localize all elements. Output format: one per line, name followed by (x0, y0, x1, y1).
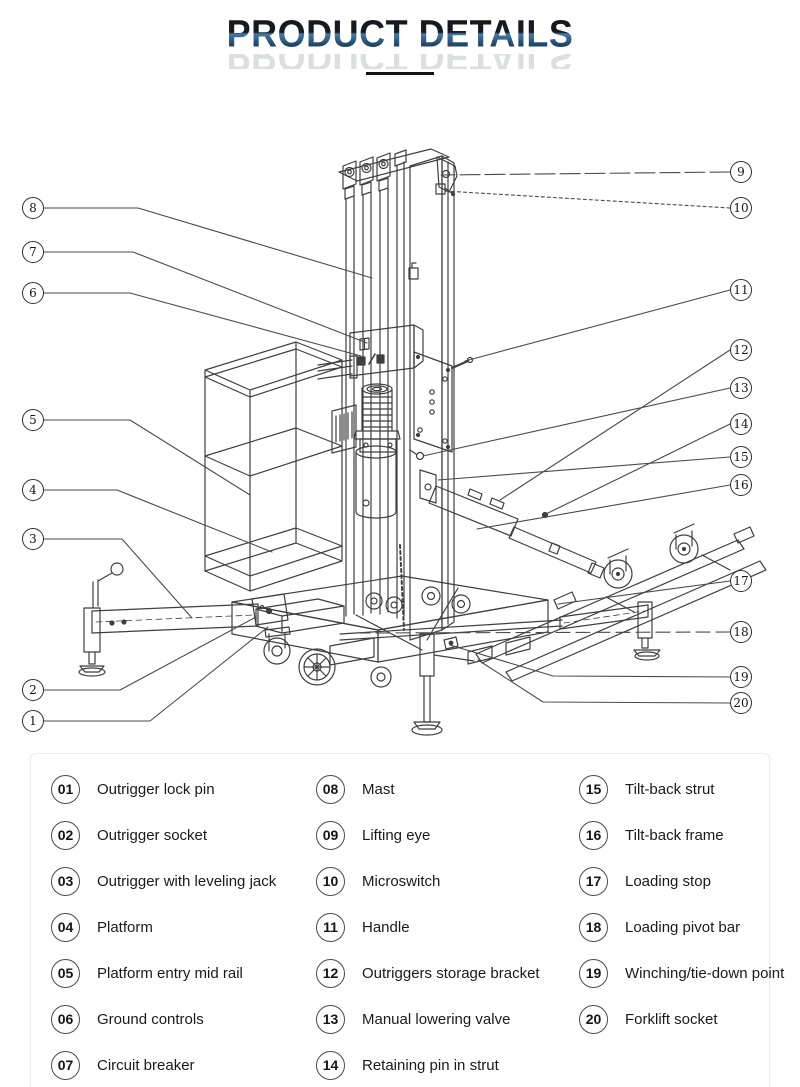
legend-number-badge: 03 (51, 866, 80, 896)
machine-line-art (43, 148, 767, 736)
legend-item-label: Circuit breaker (97, 1056, 195, 1074)
legend-number-badge: 01 (51, 774, 80, 804)
callout-16: 16 (730, 474, 752, 496)
legend-item-label: Outriggers storage bracket (362, 964, 540, 982)
callout-12: 12 (730, 339, 752, 361)
legend-item: 13 Manual lowering valve (316, 1004, 561, 1034)
title-underline (366, 72, 434, 75)
legend-item: 18 Loading pivot bar (579, 912, 764, 942)
callout-8: 8 (22, 197, 44, 219)
legend-number-badge: 18 (579, 912, 608, 942)
legend-item: 14 Retaining pin in strut (316, 1050, 561, 1080)
legend-column-2: 08 Mast 09 Lifting eye 10 Microswitch 11 Han… (316, 774, 561, 1087)
title-block: PRODUCT DETAILS PRODUCT DETAILS (0, 11, 800, 75)
legend-number-badge: 20 (579, 1004, 608, 1034)
callout-6: 6 (22, 282, 44, 304)
legend-item-label: Tilt-back strut (625, 780, 715, 798)
legend-number-badge: 12 (316, 958, 345, 988)
legend-item: 12 Outriggers storage bracket (316, 958, 561, 988)
legend-number-badge: 02 (51, 820, 80, 850)
power-unit (331, 324, 474, 519)
callout-10: 10 (730, 197, 752, 219)
legend-item: 09 Lifting eye (316, 820, 561, 850)
legend-item-label: Platform (97, 918, 153, 936)
legend-item-label: Winching/tie-down point (625, 964, 785, 982)
callout-13: 13 (730, 377, 752, 399)
callout-1: 1 (22, 710, 44, 732)
page-title-reflection: PRODUCT DETAILS (0, 54, 800, 69)
callout-7: 7 (22, 241, 44, 263)
callout-19: 19 (730, 666, 752, 688)
legend-item-label: Forklift socket (625, 1010, 718, 1028)
legend-item-label: Retaining pin in strut (362, 1056, 499, 1074)
legend-item: 20 Forklift socket (579, 1004, 764, 1034)
callout-4: 4 (22, 479, 44, 501)
legend-item: 15 Tilt-back strut (579, 774, 764, 804)
mast (338, 148, 471, 641)
legend-item: 08 Mast (316, 774, 561, 804)
legend-item-label: Loading stop (625, 872, 711, 890)
legend-item-label: Outrigger socket (97, 826, 208, 844)
legend-item: 01 Outrigger lock pin (51, 774, 296, 804)
legend-number-badge: 04 (51, 912, 80, 942)
legend-item-label: Loading pivot bar (625, 918, 741, 936)
legend-item-label: Ground controls (97, 1010, 204, 1028)
legend-item-label: Microswitch (362, 872, 441, 890)
callout-11: 11 (730, 279, 752, 301)
platform-basket (204, 341, 358, 592)
legend-number-badge: 07 (51, 1050, 80, 1080)
legend-number-badge: 09 (316, 820, 345, 850)
callout-3: 3 (22, 528, 44, 550)
legend-item-label: Lifting eye (362, 826, 431, 844)
callout-20: 20 (730, 692, 752, 714)
legend-item: 10 Microswitch (316, 866, 561, 896)
legend-number-badge: 08 (316, 774, 345, 804)
legend-item: 16 Tilt-back frame (579, 820, 764, 850)
outriggers (78, 562, 661, 736)
page-title: PRODUCT DETAILS (226, 11, 574, 56)
legend-item: 03 Outrigger with leveling jack (51, 866, 296, 896)
legend-item-label: Manual lowering valve (362, 1010, 511, 1028)
legend-number-badge: 15 (579, 774, 608, 804)
legend-item: 17 Loading stop (579, 866, 764, 896)
legend-number-badge: 10 (316, 866, 345, 896)
callout-5: 5 (22, 409, 44, 431)
callout-14: 14 (730, 413, 752, 435)
legend-item-label: Platform entry mid rail (97, 964, 243, 982)
callout-17: 17 (730, 570, 752, 592)
legend-item: 05 Platform entry mid rail (51, 958, 296, 988)
legend-item-label: Outrigger with leveling jack (97, 872, 277, 890)
legend-number-badge: 11 (316, 912, 345, 942)
legend-number-badge: 06 (51, 1004, 80, 1034)
legend-item: 06 Ground controls (51, 1004, 296, 1034)
legend-item-label: Tilt-back frame (625, 826, 724, 844)
callout-15: 15 (730, 446, 752, 468)
tilt-back-assembly (419, 469, 767, 682)
legend-item-label: Mast (362, 780, 395, 798)
wheels (263, 626, 392, 688)
legend-number-badge: 13 (316, 1004, 345, 1034)
legend-number-badge: 17 (579, 866, 608, 896)
legend-item: 11 Handle (316, 912, 561, 942)
callout-18: 18 (730, 621, 752, 643)
legend-number-badge: 16 (579, 820, 608, 850)
legend-item: 19 Winching/tie-down point (579, 958, 784, 988)
legend-number-badge: 14 (316, 1050, 345, 1080)
legend-item: 04 Platform (51, 912, 296, 942)
leader-lines (43, 171, 731, 722)
legend-item: 02 Outrigger socket (51, 820, 296, 850)
legend-number-badge: 19 (579, 958, 608, 988)
legend-item-label: Outrigger lock pin (97, 780, 215, 798)
legend-number-badge: 05 (51, 958, 80, 988)
legend-item: 07 Circuit breaker (51, 1050, 296, 1080)
callout-2: 2 (22, 679, 44, 701)
callout-9: 9 (730, 161, 752, 183)
legend-item-label: Handle (362, 918, 410, 936)
